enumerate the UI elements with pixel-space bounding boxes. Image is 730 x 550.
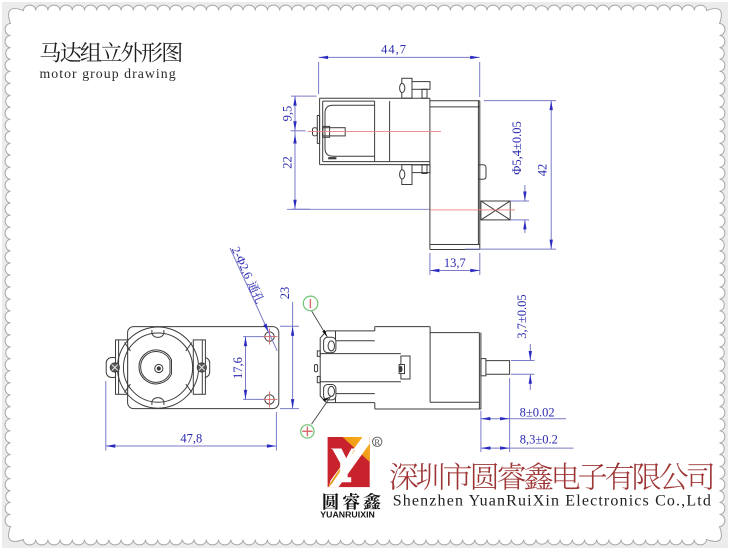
svg-text:8,3±0.2: 8,3±0.2 — [520, 433, 558, 447]
svg-text:YUANRUIXIN: YUANRUIXIN — [320, 509, 375, 519]
svg-text:42: 42 — [536, 164, 550, 177]
svg-text:44,7: 44,7 — [381, 43, 407, 57]
svg-text:47,8: 47,8 — [180, 432, 202, 446]
svg-text:R: R — [374, 437, 380, 447]
svg-text:9,5: 9,5 — [281, 106, 295, 122]
svg-text:13,7: 13,7 — [444, 256, 466, 270]
svg-text:Φ5,4±0.05: Φ5,4±0.05 — [510, 121, 524, 175]
svg-text:23: 23 — [278, 287, 292, 300]
svg-text:motor group drawing: motor group drawing — [40, 66, 177, 81]
svg-text:17,6: 17,6 — [231, 357, 245, 379]
svg-text:3,7±0.05: 3,7±0.05 — [515, 294, 529, 338]
svg-text:22: 22 — [281, 156, 295, 169]
svg-text:8±0.02: 8±0.02 — [520, 405, 555, 419]
svg-text:Shenzhen YuanRuiXin Electronic: Shenzhen YuanRuiXin Electronics Co.,Ltd — [393, 493, 712, 510]
